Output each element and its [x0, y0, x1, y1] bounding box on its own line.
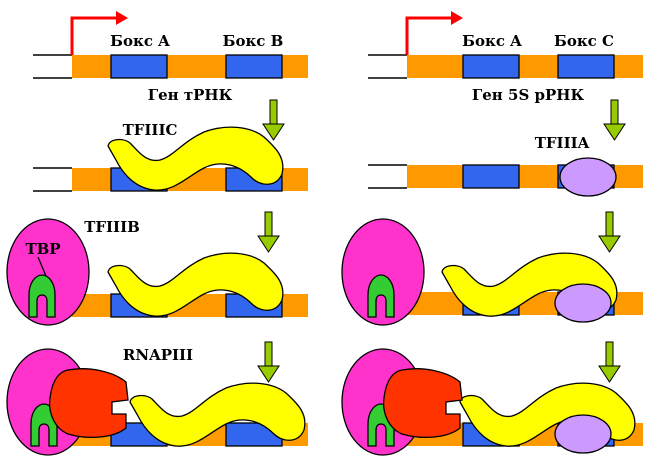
- step-arrow-icon: [257, 211, 280, 253]
- right-row-1: Бокс A Бокс C Ген 5S рРНК: [368, 11, 643, 104]
- tss-arrow-head: [451, 11, 463, 25]
- tfiiic-label: TFIIIC: [123, 121, 178, 139]
- tbp-label: TBP: [25, 240, 60, 258]
- tbp-pointer: [37, 256, 47, 277]
- tss-arrow: [405, 16, 451, 55]
- tss-arrow: [70, 16, 116, 55]
- box-a-label: Бокс A: [462, 32, 522, 50]
- right-row-2: TFIIIA: [368, 134, 643, 197]
- box-c: [557, 54, 615, 79]
- box-a: [462, 164, 520, 189]
- left-row-1: Бокс A Бокс B Ген тРНК: [33, 11, 308, 104]
- gene-label: Ген 5S рРНК: [472, 86, 585, 104]
- step-arrow-icon: [603, 99, 626, 141]
- step-arrow-icon: [262, 99, 285, 141]
- tfiiia-label: TFIIIA: [535, 134, 590, 152]
- tfiiia-shape: [554, 414, 612, 454]
- box-a-label: Бокс A: [110, 32, 170, 50]
- left-row-2: TFIIIC: [33, 121, 308, 192]
- right-row-4: [341, 348, 643, 456]
- rnapiii-label: RNAPIII: [123, 346, 193, 364]
- left-row-4: RNAPIII: [6, 346, 308, 456]
- rnapiii-shape: [48, 368, 129, 439]
- tfiiib-shape: [6, 218, 90, 326]
- box-b-label: Бокс B: [223, 32, 284, 50]
- tss-arrow-head: [116, 11, 128, 25]
- tfiiia-shape: [559, 157, 617, 197]
- step-arrow-icon: [257, 341, 280, 383]
- tfiiib-shape: [341, 218, 425, 326]
- right-row-3: [341, 218, 643, 326]
- box-a: [462, 54, 520, 79]
- gene-label: Ген тРНК: [148, 86, 233, 104]
- rnapiii-shape: [382, 368, 463, 439]
- step-arrow-icon: [598, 341, 621, 383]
- tfiiia-shape: [554, 283, 612, 323]
- box-b: [225, 54, 283, 79]
- box-c-label: Бокс C: [554, 32, 614, 50]
- tfiiib-label: TFIIIB: [84, 218, 140, 236]
- left-row-3: TBP TFIIIB: [6, 218, 308, 326]
- box-a: [110, 54, 168, 79]
- step-arrow-icon: [598, 211, 621, 253]
